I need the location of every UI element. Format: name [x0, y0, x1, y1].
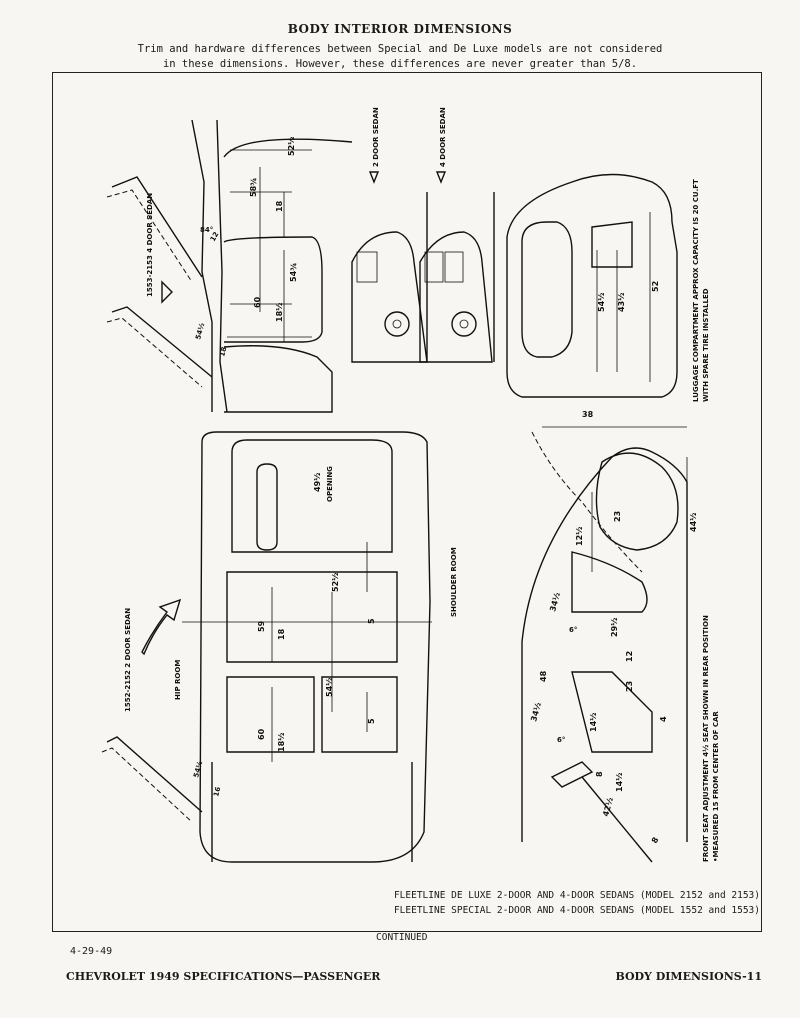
dim-12: 12	[209, 230, 221, 243]
seat-note-2: •MEASURED 15 FROM CENTER OF CAR	[712, 711, 720, 862]
dim-sec-8: 8	[595, 771, 604, 777]
dim-plan-5a: 5	[367, 618, 376, 624]
dim-sec-23: 23	[613, 511, 622, 522]
body-dimension-drawing: 52½ 58¾ 18 54¾ 60 18½ 84° 12 54½ 18 1553…	[101, 107, 720, 863]
dim-sec-34: 34½	[547, 591, 562, 612]
dim-sec-29: 29½	[609, 618, 619, 637]
dim-sec-48: 48	[539, 670, 548, 682]
label-shoulder-room: SHOULDER ROOM	[450, 547, 458, 617]
dim-plan-49: 49½	[312, 473, 322, 492]
model-line-deluxe: FLEETLINE DE LUXE 2-DOOR AND 4-DOOR SEDA…	[393, 890, 760, 901]
dim-trunk-54: 54½	[596, 293, 606, 312]
dim-plan-5b: 5	[367, 718, 376, 724]
dim-trunk-43: 43½	[616, 293, 626, 312]
model-line-special: FLEETLINE SPECIAL 2-DOOR AND 4-DOOR SEDA…	[393, 905, 760, 916]
dim-plan-18b: 18½	[276, 733, 286, 752]
label-two-door-plan: 1552-2152 2 DOOR SEDAN	[124, 608, 132, 712]
dim-plan-59: 59	[257, 620, 266, 632]
dim-sec-44: 44½	[688, 513, 698, 532]
dim-plan-16: 16	[212, 786, 222, 798]
luggage-note-2: WITH SPARE TIRE INSTALLED	[702, 288, 710, 402]
footer-section-page: BODY DIMENSIONS-11	[615, 970, 762, 983]
dim-54b: 54½	[194, 322, 206, 340]
dim-sec-6deg: 6°	[569, 626, 577, 634]
dim-trunk-52: 52	[651, 281, 660, 292]
dim-52: 52½	[286, 137, 296, 156]
dim-sec-23b: 23	[625, 681, 634, 692]
subtitle-line-2: in these dimensions. However, these diff…	[162, 58, 638, 70]
label-two-door-arrow: 2 DOOR SEDAN	[372, 107, 380, 167]
car-profile-four-door: 4 DOOR SEDAN	[419, 107, 495, 363]
dim-sec-34b: 34½	[528, 701, 543, 722]
four-door-side-section: 52½ 58¾ 18 54¾ 60 18½ 84° 12 54½ 18 1553…	[106, 119, 353, 413]
luggage-note-1: LUGGAGE COMPARTMENT APPROX CAPACITY IS 2…	[692, 179, 700, 402]
seat-side-section: 38 23 44½ 12½ 34½ 6° 29½ 12 48 23 34½ 14…	[521, 410, 720, 863]
page-title: BODY INTERIOR DIMENSIONS	[287, 22, 513, 36]
dim-sec-8b: 8	[650, 835, 661, 845]
dim-18b: 18½	[274, 303, 284, 322]
dim-18a: 18	[275, 200, 284, 212]
dim-sec-38: 38	[582, 410, 594, 419]
label-four-door-sedan-side: 1553-2153 4 DOOR SEDAN	[146, 193, 154, 297]
dim-plan-52: 52½	[330, 573, 340, 592]
dim-sec-12b: 12	[625, 651, 634, 662]
dim-60: 60	[253, 296, 262, 308]
dim-84-deg: 84°	[200, 226, 213, 234]
dim-54: 54¾	[289, 263, 298, 282]
dim-sec-12: 12½	[574, 527, 584, 546]
footer-publication: CHEVROLET 1949 SPECIFICATIONS—PASSENGER	[66, 970, 381, 983]
dim-sec-14: 14½	[588, 713, 598, 732]
dim-plan-60: 60	[257, 728, 266, 740]
label-four-door-arrow: 4 DOOR SEDAN	[439, 107, 447, 167]
dim-sec-4: 4	[659, 716, 668, 722]
dim-plan-54: 54½	[324, 678, 334, 697]
drawing-frame	[52, 72, 762, 932]
luggage-compartment: 54½ 43½ 52 LUGGAGE COMPARTMENT APPROX CA…	[506, 173, 710, 402]
dim-sec-42: 42½	[600, 796, 615, 817]
dim-plan-18: 18	[277, 628, 286, 640]
car-profile-two-door: 2 DOOR SEDAN	[351, 107, 428, 363]
subtitle-line-1: Trim and hardware differences between Sp…	[137, 43, 663, 55]
dim-18c: 18	[218, 346, 228, 358]
continued-label: CONTINUED	[376, 932, 428, 943]
dim-plan-54b: 54½	[192, 760, 204, 778]
page-subtitle: Trim and hardware differences between Sp…	[0, 42, 800, 72]
dim-sec-6deg-b: 6°	[557, 736, 565, 744]
dim-58: 58¾	[249, 178, 258, 197]
model-list: FLEETLINE DE LUXE 2-DOOR AND 4-DOOR SEDA…	[310, 888, 760, 918]
label-hip-room: HIP ROOM	[174, 660, 182, 700]
seat-note-1: FRONT SEAT ADJUSTMENT 4½ SEAT SHOWN IN R…	[702, 615, 710, 862]
dim-sec-14b: 14½	[614, 773, 624, 792]
page-date: 4-29-49	[70, 946, 113, 957]
label-opening: OPENING	[326, 466, 334, 502]
plan-view-two-door: 49½ OPENING 52½ 59 18 5 54½ 60 18½ 5 HIP…	[101, 431, 458, 863]
